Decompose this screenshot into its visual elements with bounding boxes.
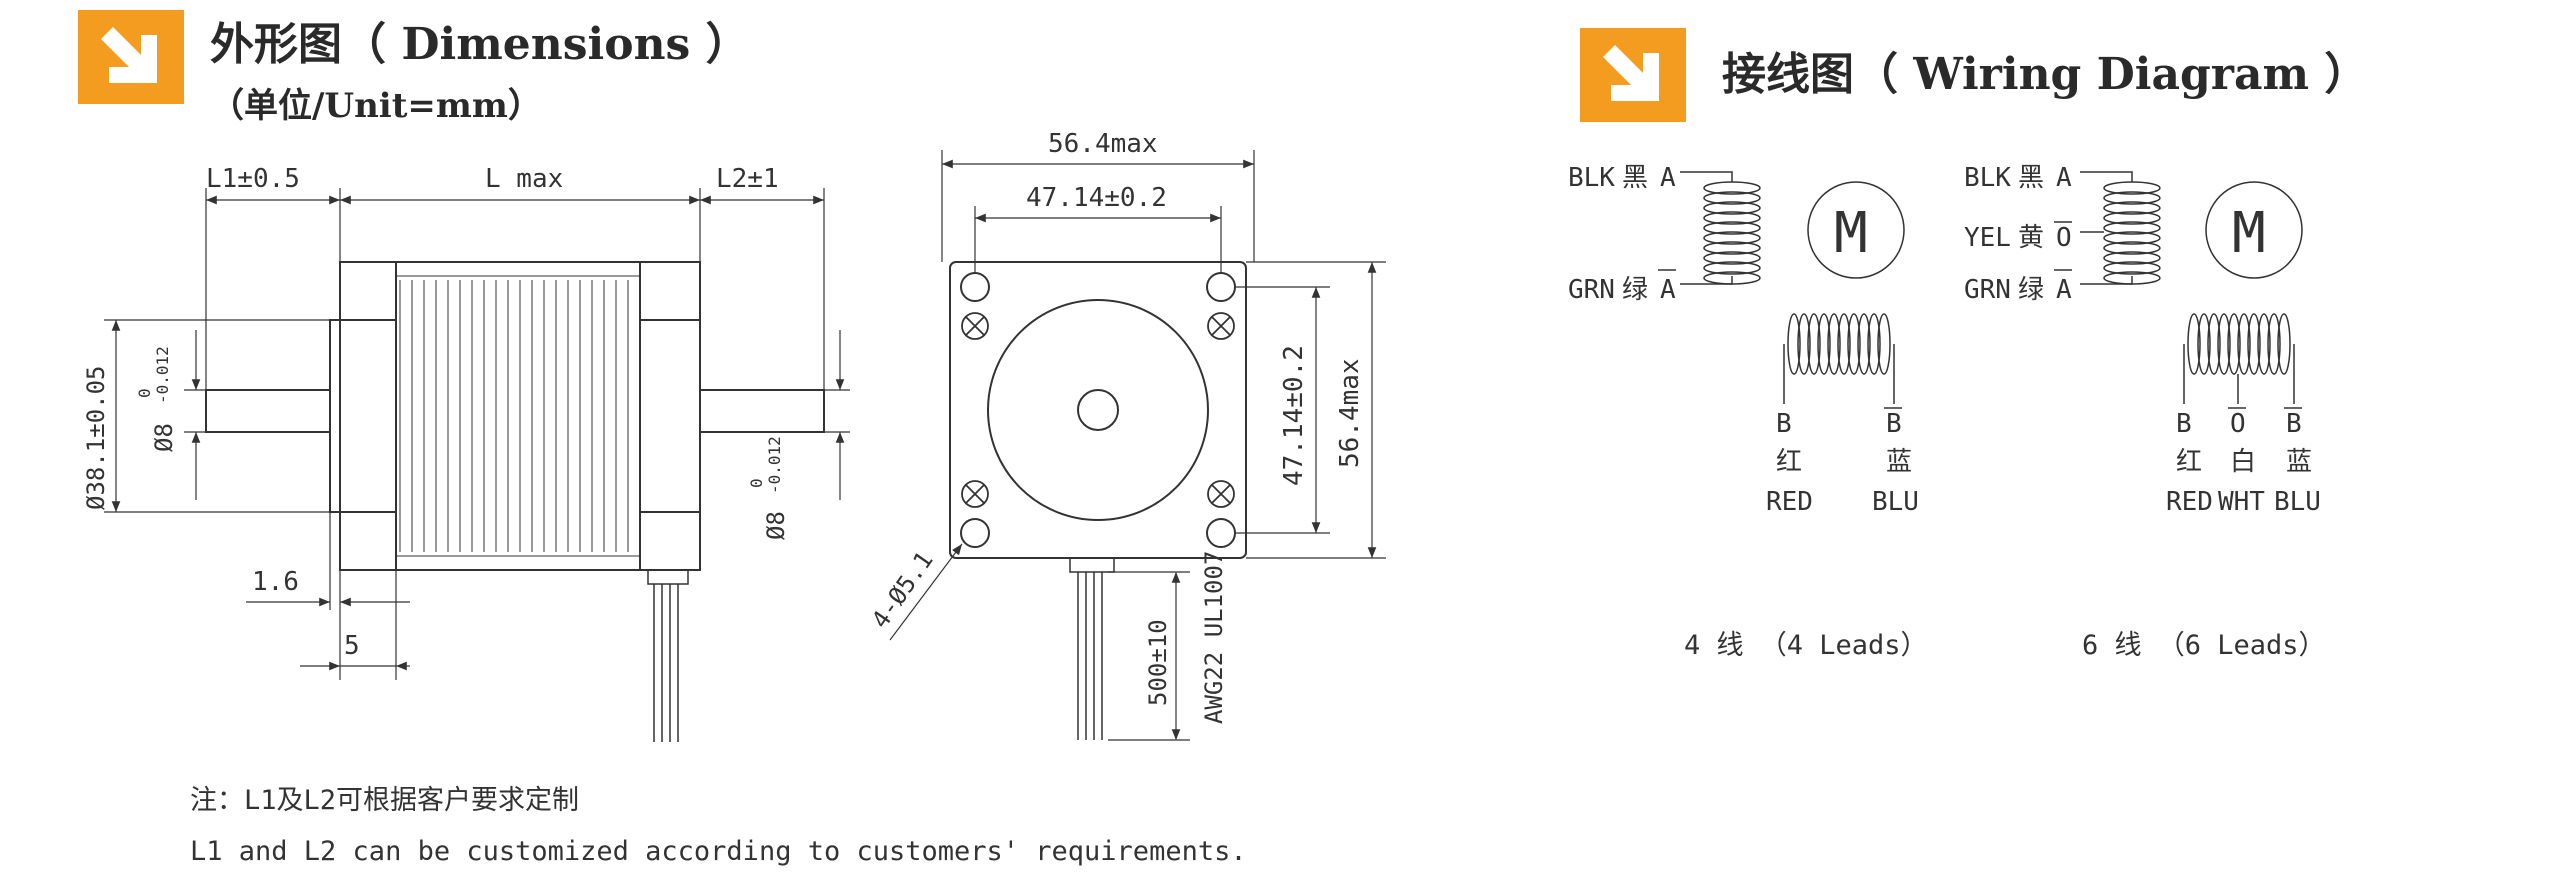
w6-motor-letter: M [2232,201,2266,266]
motor-symbol-6 [2205,181,2303,279]
w4-row1-code: BLK [1568,163,1615,193]
w6-col2-signal: O [2230,409,2246,439]
w4-row2-cn: 绿 [1622,275,1648,305]
dimensions-header: 外形图（ Dimensions ） （单位/Unit=mm） [78,10,750,127]
w4-col2-code: BLU [1872,487,1919,517]
w6-col1-signal: B [2176,409,2192,439]
w4-row1-signal: A [1660,163,1676,193]
note-english: L1 and L2 can be customized according to… [190,836,1247,867]
side-lead-wires [647,569,689,742]
front-view [889,150,1386,741]
l2-label: L2±1 [716,164,779,194]
w4-col2-cn: 蓝 [1886,447,1912,477]
front-shaft-diameter-label: Ø8 [150,423,178,452]
front-tolerance-upper: 0 [135,388,154,398]
pilot-boss [329,319,341,513]
l1-label: L1±0.5 [206,164,300,194]
w6-row2-code: YEL [1964,223,2011,253]
wiring-6-leads [2080,171,2303,404]
mounting-holes [960,272,1236,548]
front-tolerance-lower: -0.012 [153,346,172,404]
dimensions-subtitle: （单位/Unit=mm） [210,86,542,126]
arrow-down-right-icon [1580,28,1686,122]
w6-caption: 6 线 （6 Leads） [2082,630,2326,661]
w6-row3-cn: 绿 [2018,275,2044,305]
w6-col2-code: WHT [2218,487,2265,517]
w6-col3-code: BLU [2274,487,2321,517]
w6-row3-code: GRN [1964,275,2011,305]
w6-row1-signal: A [2056,163,2072,193]
w6-row1-cn: 黑 [2018,163,2044,193]
rear-shaft [699,389,825,433]
rear-tolerance-lower: -0.012 [765,436,784,494]
shaft-circle [1077,389,1119,431]
coil-a-winding-6 [2103,181,2161,285]
screw-heads [961,312,1235,508]
rear-shaft-diameter-label: Ø8 [762,511,790,540]
width-max-label: 56.4max [1048,129,1158,159]
w6-col3-signal: B [2286,409,2302,439]
l-label: L max [485,164,563,194]
wiring-header: 接线图（ Wiring Diagram ） [1580,28,2368,122]
dimensions-title: 外形图（ Dimensions ） [210,19,750,70]
coil-a-winding [1703,181,1761,285]
pilot-diameter-label: Ø38.1±0.05 [82,366,110,511]
w6-row3-signal: A [2056,275,2072,305]
wiring-title: 接线图（ Wiring Diagram ） [1722,49,2369,100]
w4-row1-cn: 黑 [1622,163,1648,193]
lead-length-label: 500±10 [1144,619,1172,706]
cable-spec-label: AWG22 UL1007 [1200,551,1228,724]
front-lead-wires [1069,557,1115,740]
w4-col1-code: RED [1766,487,1813,517]
w4-col2-signal: B [1886,409,1902,439]
w4-row2-code: GRN [1568,275,1615,305]
w4-col1-cn: 红 [1776,447,1802,477]
w4-col1-signal: B [1776,409,1792,439]
note-chinese: 注：L1及L2可根据客户要求定制 [190,785,580,816]
w4-motor-letter: M [1834,201,1868,266]
pilot-circle [987,299,1209,521]
flange-thickness-label: 1.6 [252,567,299,597]
step-length-label: 5 [344,631,360,661]
rear-tolerance-upper: 0 [747,478,766,488]
hole-pitch-y-label: 47.14±0.2 [1279,345,1309,486]
flange-plate [949,261,1247,559]
w6-col3-cn: 蓝 [2286,447,2312,477]
w6-row2-cn: 黄 [2018,223,2044,253]
side-view [104,188,850,742]
coil-b-winding-6 [2187,313,2291,375]
arrow-down-right-icon [78,10,184,104]
w6-row2-signal: O [2056,223,2072,253]
body-fins [399,280,629,552]
wiring-4-leads [1680,171,1905,404]
w6-row1-code: BLK [1964,163,2011,193]
w6-col1-code: RED [2166,487,2213,517]
height-max-label: 56.4max [1335,358,1365,468]
w4-caption: 4 线 （4 Leads） [1684,630,1928,661]
w4-row2-signal: A [1660,275,1676,305]
w6-col1-cn: 红 [2176,447,2202,477]
front-shaft [205,389,331,433]
coil-b-winding [1787,313,1891,375]
w6-col2-cn: 白 [2230,447,2256,477]
motor-symbol-4 [1807,181,1905,279]
hole-pitch-x-label: 47.14±0.2 [1026,183,1167,213]
